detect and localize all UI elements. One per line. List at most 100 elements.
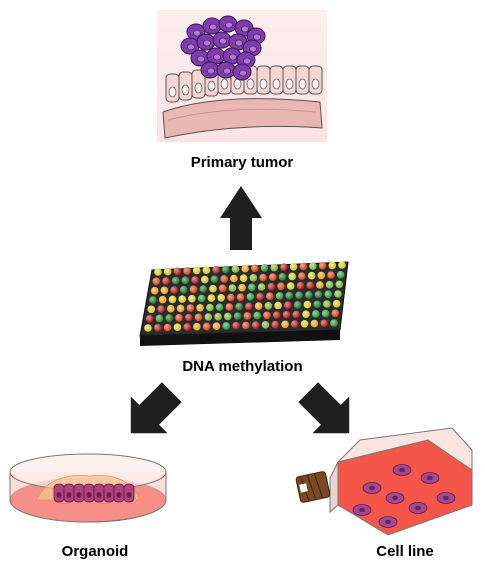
tumor-nucleus <box>197 55 205 63</box>
dot-highlight <box>295 291 303 300</box>
cell-nucleus <box>181 84 190 96</box>
dot-highlight <box>192 266 201 275</box>
dot-highlight <box>257 283 266 291</box>
tumor-nucleus <box>207 67 215 75</box>
adherent-nucleus <box>427 475 433 481</box>
adherent-nucleus <box>369 485 375 491</box>
organoid-nucleus <box>96 492 102 498</box>
dot-highlight <box>274 301 282 310</box>
dot-highlight <box>152 277 161 286</box>
dot-highlight <box>235 302 243 311</box>
cell-flask-illustration <box>295 427 473 536</box>
tumor-cluster <box>180 15 266 81</box>
dot-highlight <box>204 313 213 321</box>
dot-highlight <box>176 304 185 313</box>
cell-nucleus <box>207 80 216 92</box>
dot-highlight <box>280 263 288 272</box>
dot-highlight <box>284 301 292 310</box>
dot-highlight <box>238 283 246 292</box>
dot-highlight <box>260 264 269 272</box>
dot-highlight <box>261 321 270 329</box>
dot-highlight <box>162 277 170 285</box>
dot-highlight <box>286 282 295 290</box>
tumor-nucleus <box>243 57 251 65</box>
dot-highlight <box>171 276 180 285</box>
dot-highlight <box>318 261 327 270</box>
dot-highlight <box>222 322 231 330</box>
dot-highlight <box>160 286 169 295</box>
dot-highlight <box>150 286 159 295</box>
tumor-nucleus <box>187 43 195 51</box>
dot-highlight <box>168 295 177 304</box>
dot-highlight <box>144 324 152 332</box>
dot-highlight <box>241 264 249 273</box>
dot-highlight <box>236 293 245 302</box>
dot-highlight <box>269 273 277 281</box>
dot-highlight <box>189 285 198 294</box>
dot-highlight <box>212 266 220 274</box>
dot-highlight <box>201 275 209 284</box>
dot-highlight <box>275 292 284 300</box>
dot-highlight <box>180 285 188 294</box>
dot-highlight <box>239 274 248 283</box>
dot-highlight <box>165 314 173 322</box>
methylation-array <box>139 261 349 346</box>
organoid-nucleus <box>106 492 112 498</box>
tumor-nucleus <box>253 33 261 41</box>
dot-highlight <box>181 276 190 285</box>
dot-highlight <box>154 323 162 332</box>
dot-highlight <box>328 261 337 270</box>
dot-highlight <box>313 300 322 309</box>
dot-highlight <box>256 292 264 301</box>
dot-highlight <box>270 263 279 272</box>
adherent-nucleus <box>359 507 365 513</box>
tumor-nucleus <box>241 25 249 33</box>
tumor-nucleus <box>193 29 201 37</box>
dot-highlight <box>175 314 183 322</box>
dot-highlight <box>338 261 346 269</box>
tumor-nucleus <box>219 37 227 45</box>
dot-highlight <box>178 295 186 303</box>
dot-highlight <box>207 294 216 302</box>
dot-highlight <box>149 296 157 304</box>
primary-tumor-illustration <box>157 10 327 142</box>
dot-highlight <box>323 300 331 308</box>
organoid-cells <box>53 483 135 503</box>
dot-highlight <box>194 313 203 322</box>
dot-highlight <box>303 300 312 309</box>
arrow-down-left-icon <box>130 382 182 434</box>
organoid-nucleus <box>116 492 122 498</box>
dot-highlight <box>212 322 221 331</box>
dot-highlight <box>316 281 324 289</box>
tumor-nucleus <box>225 21 233 29</box>
array-dots <box>144 261 346 332</box>
dot-highlight <box>245 302 253 311</box>
adherent-nucleus <box>415 505 421 511</box>
dot-highlight <box>248 283 256 292</box>
dot-highlight <box>155 314 164 323</box>
dot-highlight <box>289 263 298 271</box>
dot-highlight <box>233 312 242 320</box>
tumor-nucleus <box>223 67 231 75</box>
dot-highlight <box>202 322 211 331</box>
dot-highlight <box>214 312 222 321</box>
cell-nucleus <box>246 78 255 90</box>
arrow-down-right-icon <box>298 382 350 434</box>
dot-highlight <box>232 321 240 330</box>
dot-highlight <box>336 270 345 279</box>
cell-nucleus <box>220 78 229 90</box>
dot-highlight <box>251 264 259 273</box>
dot-highlight <box>157 305 165 313</box>
dot-highlight <box>335 280 344 289</box>
primary-tumor-label: Primary tumor <box>190 154 294 171</box>
dot-highlight <box>209 284 217 293</box>
cell-nucleus <box>194 82 203 94</box>
organoid-nucleus <box>76 492 82 498</box>
flask-cells <box>352 464 456 528</box>
dot-highlight <box>320 319 329 328</box>
dot-highlight <box>267 282 276 291</box>
dot-highlight <box>251 321 260 329</box>
cell-nucleus <box>311 78 320 90</box>
dot-highlight <box>218 284 227 293</box>
adherent-nucleus <box>399 467 405 473</box>
